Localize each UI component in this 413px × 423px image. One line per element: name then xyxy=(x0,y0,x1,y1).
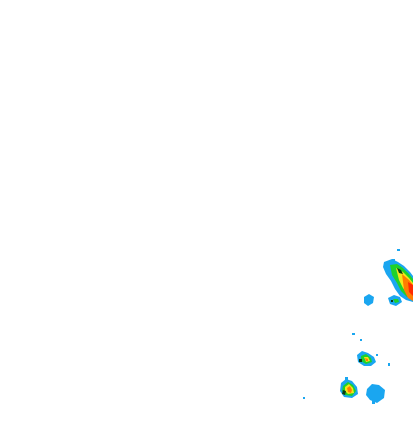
precip-cell-middle xyxy=(352,333,390,366)
precip-heavy-core xyxy=(365,358,368,361)
precip-speck xyxy=(303,397,305,399)
precip-light xyxy=(366,384,385,403)
precip-intense xyxy=(408,282,413,296)
precip-cell-east-small xyxy=(388,295,402,306)
precip-heavy-core xyxy=(402,274,413,301)
precip-moderate xyxy=(393,299,399,303)
precip-cell-southwest xyxy=(340,377,358,398)
precip-edge-dark xyxy=(397,268,403,274)
precip-edge-dark xyxy=(391,300,393,302)
precip-heavy-core xyxy=(347,386,352,393)
precip-speck xyxy=(345,377,348,380)
precip-cell-northeast xyxy=(383,249,413,302)
precip-speck xyxy=(376,354,378,356)
precip-light xyxy=(364,294,374,306)
precip-cell-isolated xyxy=(364,294,374,306)
precip-speck xyxy=(392,259,395,261)
precip-speck xyxy=(397,249,400,251)
precip-speck xyxy=(352,333,355,335)
precip-speck xyxy=(360,339,362,341)
precip-edge-dark xyxy=(342,390,346,395)
precip-speck xyxy=(388,363,390,366)
precip-cell-south xyxy=(303,384,385,404)
precip-edge-dark xyxy=(359,359,362,362)
precip-speck xyxy=(372,400,375,404)
